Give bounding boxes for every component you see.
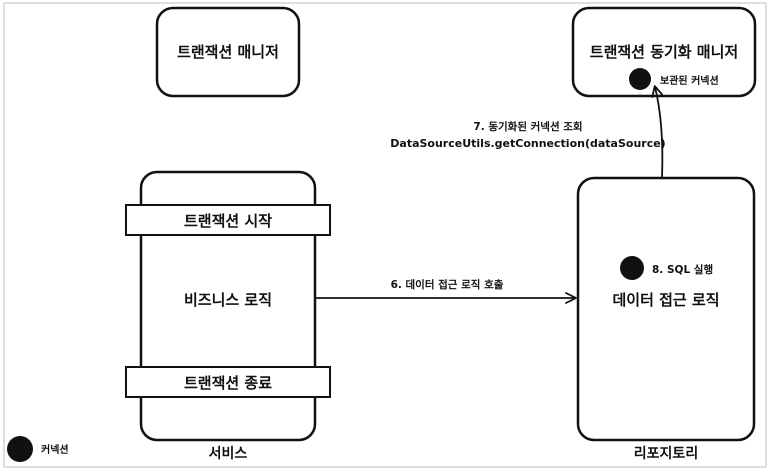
data-access-logic-label: 데이터 접근 로직 bbox=[612, 291, 719, 309]
repository-box bbox=[576, 176, 756, 442]
get-connection-label-line2: DataSourceUtils.getConnection(dataSource… bbox=[390, 137, 665, 150]
stored-connection-dot bbox=[629, 68, 651, 90]
business-logic-label: 비즈니스 로직 bbox=[184, 291, 272, 309]
transaction-sync-manager-box bbox=[571, 6, 757, 98]
transaction-manager-label: 트랜잭션 매니저 bbox=[177, 43, 279, 61]
legend-connection-label: 커넥션 bbox=[41, 443, 69, 456]
sql-connection-dot bbox=[620, 256, 644, 280]
transaction-start-box bbox=[125, 204, 331, 236]
get-connection-label-line1: 7. 동기화된 커넥션 조회 bbox=[473, 120, 582, 133]
sql-execute-label: 8. SQL 실행 bbox=[652, 263, 713, 276]
service-caption: 서비스 bbox=[209, 446, 248, 462]
transaction-manager-box bbox=[155, 6, 301, 98]
repository-caption: 리포지토리 bbox=[634, 446, 698, 462]
legend-connection-dot bbox=[7, 436, 33, 462]
transaction-end-label: 트랜잭션 종료 bbox=[184, 374, 272, 392]
get-connection-arrow bbox=[651, 85, 664, 179]
transaction-sync-manager-label: 트랜잭션 동기화 매니저 bbox=[590, 43, 738, 61]
stored-connection-label: 보관된 커넥션 bbox=[660, 74, 719, 87]
transaction-end-box bbox=[125, 366, 331, 398]
transaction-start-label: 트랜잭션 시작 bbox=[184, 212, 272, 230]
data-access-call-label: 6. 데이터 접근 로직 호출 bbox=[391, 278, 504, 291]
outer-frame bbox=[3, 2, 767, 468]
